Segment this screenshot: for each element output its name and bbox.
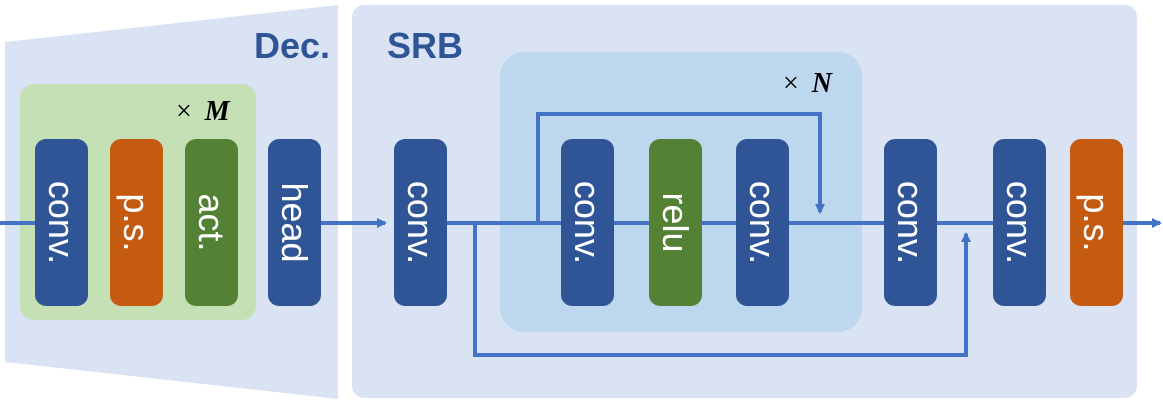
srb-label: SRB: [387, 25, 463, 66]
conv-block-out: [993, 139, 1046, 306]
inner-conv-block-2-label: conv.: [742, 181, 783, 264]
inner-conv-block-2: [736, 139, 789, 306]
ps-block-out: [1070, 139, 1123, 306]
ps-block-out-label: p.s.: [1076, 193, 1117, 251]
decoder-label: Dec.: [254, 25, 330, 66]
relu-block-label: relu: [655, 192, 696, 252]
act-block-dec-label: act.: [191, 193, 232, 251]
inner-conv-block-1: [561, 139, 614, 306]
ps-block-dec-label: p.s.: [116, 193, 157, 251]
head-block: [268, 139, 321, 306]
act-block-dec: [185, 139, 238, 306]
repeat-n-label: × N: [783, 68, 834, 99]
inner-conv-block-1-label: conv.: [567, 181, 608, 264]
conv-block-after-label: conv.: [890, 181, 931, 264]
repeat-m-label: × M: [176, 96, 231, 127]
conv-block-out-label: conv.: [999, 181, 1040, 264]
conv-block-dec-label: conv.: [41, 181, 82, 264]
ps-block-dec: [110, 139, 163, 306]
outer-skip-connection: [473, 223, 971, 357]
relu-block: [649, 139, 702, 306]
conv-block-dec: [35, 139, 88, 306]
conv-block-srb-in-label: conv.: [400, 181, 441, 264]
inner-skip-connection: [536, 112, 825, 223]
head-block-label: head: [274, 182, 315, 262]
conv-block-srb-in: [394, 139, 447, 306]
conv-block-after: [884, 139, 937, 306]
